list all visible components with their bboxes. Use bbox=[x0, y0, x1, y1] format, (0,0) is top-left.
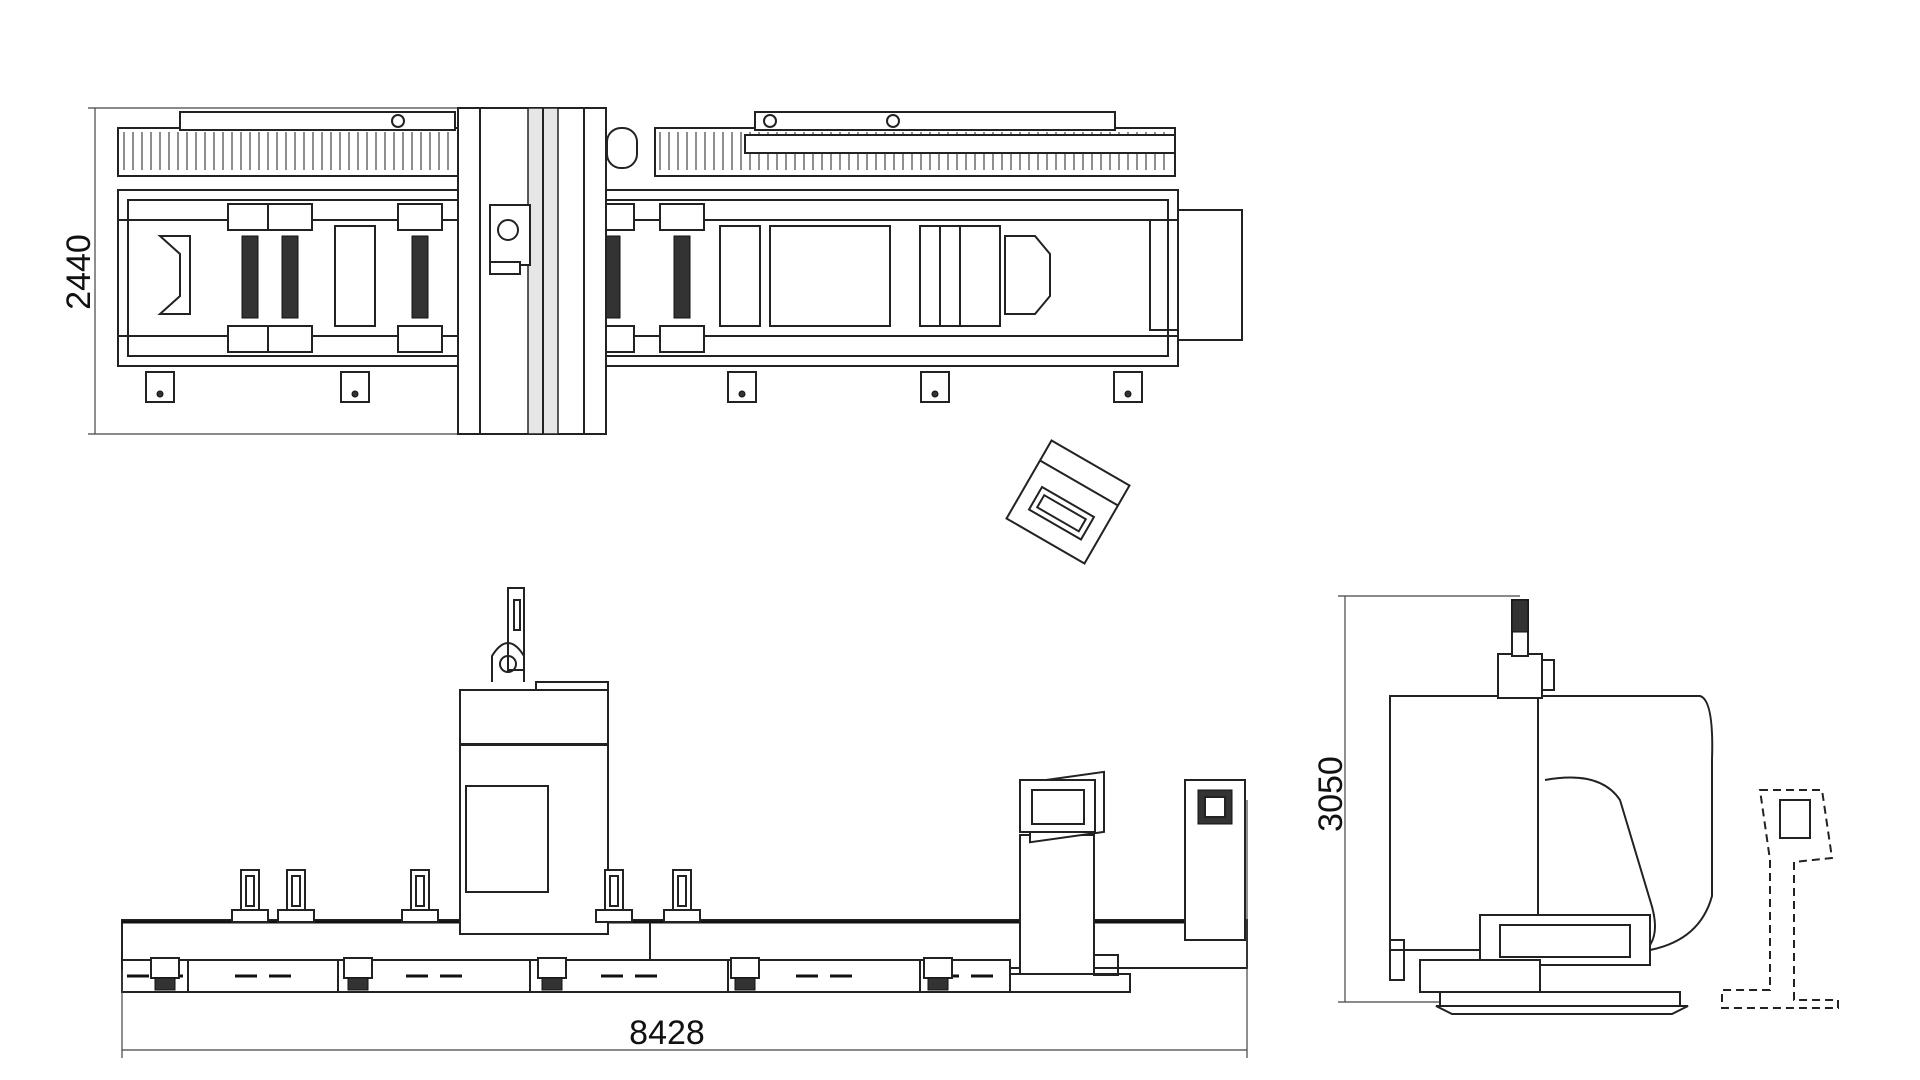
chuck-jaw bbox=[659, 203, 705, 231]
chuck-jaw bbox=[397, 325, 443, 353]
side-view: 3050 bbox=[1312, 595, 1839, 1015]
leveling-foot bbox=[150, 957, 180, 979]
dimension-8428: 8428 bbox=[121, 800, 1248, 1058]
foot bbox=[145, 371, 175, 403]
dimension-label-2440: 2440 bbox=[60, 234, 98, 310]
control-console-front bbox=[1009, 770, 1131, 993]
leveling-pad bbox=[927, 977, 949, 991]
chuck-body bbox=[673, 235, 691, 319]
chuck-body bbox=[411, 235, 429, 319]
front-view: 8428 bbox=[121, 587, 1248, 1058]
control-panel-plan bbox=[1005, 439, 1131, 565]
leveling-foot bbox=[923, 957, 953, 979]
dimension-label-3050: 3050 bbox=[1312, 756, 1350, 832]
chuck-base bbox=[277, 909, 315, 923]
chuck-body bbox=[281, 235, 299, 319]
chuck-base bbox=[663, 909, 701, 923]
chuck-jaw-front bbox=[245, 875, 255, 907]
feet-top bbox=[145, 371, 1143, 403]
base-segments bbox=[121, 957, 1011, 993]
leveling-pad bbox=[154, 977, 176, 991]
chuck-base bbox=[401, 909, 439, 923]
chuck-jaw-front bbox=[291, 875, 301, 907]
chuck-jaw-front bbox=[677, 875, 687, 907]
chuck-base bbox=[595, 909, 633, 923]
top-view: 2440 bbox=[60, 107, 1243, 435]
chuck-jaw bbox=[267, 325, 313, 353]
chuck-base bbox=[231, 909, 269, 923]
foot-bolt bbox=[931, 390, 939, 398]
pendant-side bbox=[1721, 789, 1839, 1009]
leveling-pad bbox=[734, 977, 756, 991]
leveling-foot bbox=[343, 957, 373, 979]
dimension-label-8428: 8428 bbox=[629, 1014, 705, 1052]
foot-bolt bbox=[156, 390, 164, 398]
foot-bolt bbox=[738, 390, 746, 398]
chuck-jaw bbox=[267, 203, 313, 231]
chuck-body bbox=[241, 235, 259, 319]
leveling-foot bbox=[730, 957, 760, 979]
leveling-foot bbox=[537, 957, 567, 979]
gantry-top bbox=[457, 107, 638, 435]
foot-bolt bbox=[1124, 390, 1132, 398]
foot-bolt bbox=[351, 390, 359, 398]
base-segment bbox=[187, 959, 339, 993]
dimension-2440: 2440 bbox=[60, 107, 480, 435]
dimension-3050: 3050 bbox=[1312, 595, 1520, 1003]
gantry-front bbox=[459, 587, 609, 935]
end-cabinet-front bbox=[1184, 779, 1246, 941]
foot bbox=[1113, 371, 1143, 403]
chuck-jaw bbox=[397, 203, 443, 231]
leveling-pad bbox=[347, 977, 369, 991]
chuck-jaw bbox=[227, 203, 273, 231]
chuck-jaw-front bbox=[609, 875, 619, 907]
chuck-jaw bbox=[227, 325, 273, 353]
chuck-jaw bbox=[659, 325, 705, 353]
front-chucks bbox=[231, 869, 701, 923]
leveling-pad bbox=[541, 977, 563, 991]
cable-chain-top bbox=[117, 111, 1176, 177]
chuck-jaw-front bbox=[415, 875, 425, 907]
